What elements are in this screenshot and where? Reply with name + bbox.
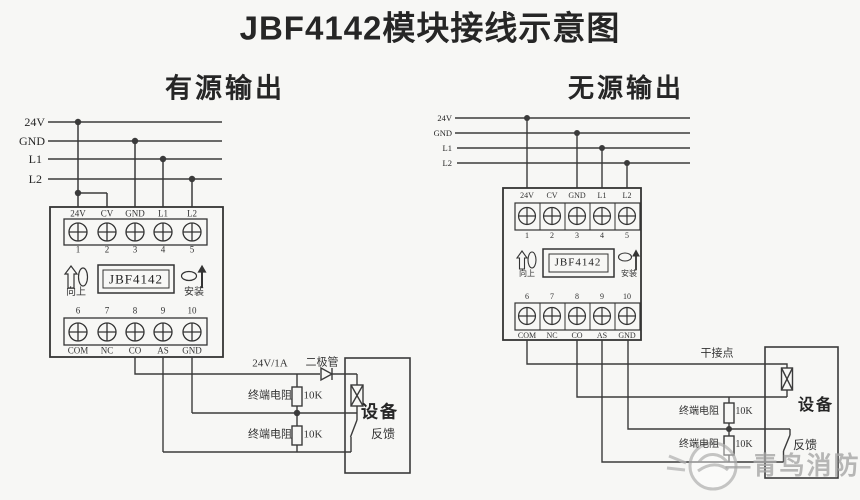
terminal-label: AS	[596, 331, 608, 340]
terminal-label: CV	[100, 208, 114, 219]
terminal-label: NC	[546, 331, 558, 340]
left-device-box	[344, 357, 411, 474]
device-label: 设备	[797, 397, 835, 414]
right-install-pin-icon	[617, 249, 640, 270]
terminal-number: 2	[550, 231, 554, 240]
left-up-arrow-icon	[63, 265, 89, 289]
right-output-wiring	[526, 340, 839, 479]
terminal-number: 6	[75, 305, 81, 316]
up-label: 向上	[66, 287, 86, 298]
right-load-icon	[780, 367, 794, 391]
page-title: JBF4142模块接线示意图	[239, 9, 621, 47]
right-up-arrow-icon	[515, 250, 537, 270]
terminal-resistor-label: 终端电阻	[248, 428, 292, 441]
right-device-box	[764, 346, 839, 479]
right-bus-label-24v: 24V	[437, 112, 452, 123]
feedback-label: 反馈	[370, 427, 396, 441]
left-feedback-switch-icon	[349, 413, 358, 452]
left-resistor-1	[291, 374, 303, 413]
module-model: JBF4142	[554, 256, 602, 269]
left-install-pin-icon	[180, 264, 207, 288]
terminal-number: 10	[187, 305, 197, 316]
right-bus-lines	[455, 115, 690, 188]
terminal-number: 2	[104, 244, 110, 255]
junction-dots	[74, 118, 196, 197]
terminal-label: CO	[128, 345, 142, 356]
terminal-label: NC	[100, 345, 114, 356]
terminal-resistor-label: 终端电阻	[248, 389, 292, 402]
terminal-number: 1	[525, 231, 529, 240]
terminal-number: 9	[160, 305, 166, 316]
left-output-wiring	[134, 357, 411, 474]
terminal-number: 8	[575, 292, 579, 301]
diode-label: 二极管	[305, 356, 339, 369]
terminal-label: GND	[618, 331, 636, 340]
right-module-outline	[502, 187, 642, 341]
install-label: 安装	[184, 287, 204, 298]
left-bus-lines	[48, 118, 222, 207]
resistor-value: 10K	[735, 406, 753, 417]
terminal-label: 24V	[70, 208, 86, 219]
terminal-number: 6	[525, 292, 529, 301]
terminal-number: 3	[132, 244, 138, 255]
terminal-number: 5	[625, 231, 629, 240]
terminal-number: 9	[600, 292, 604, 301]
terminal-label: L2	[187, 208, 197, 219]
terminal-number: 7	[550, 292, 554, 301]
watermark-dash: —	[725, 452, 753, 480]
module-model: JBF4142	[109, 271, 163, 287]
terminal-number: 5	[189, 244, 195, 255]
dry-contact-label: 干接点	[700, 347, 734, 360]
resistor-value: 10K	[303, 389, 323, 402]
resistor-value: 10K	[735, 439, 753, 450]
right-bus-label-l2: L2	[442, 157, 452, 168]
terminal-resistor-label: 终端电阻	[679, 406, 719, 417]
power-rating-label: 24V/1A	[252, 357, 288, 370]
watermark-text: —青鸟消防	[725, 446, 860, 482]
right-resistor-1	[723, 397, 735, 429]
left-bus-label-l2: L2	[28, 172, 42, 186]
device-label: 设备	[361, 402, 399, 422]
terminal-label: 24V	[520, 191, 534, 200]
terminal-label: GND	[182, 345, 202, 356]
feedback-label: 反馈	[792, 438, 818, 452]
terminal-label: CO	[571, 331, 583, 340]
install-label: 安装	[621, 269, 637, 278]
resistor-value: 10K	[303, 428, 323, 441]
terminal-label: COM	[517, 331, 537, 340]
right-bus-label-l1: L1	[442, 142, 452, 153]
terminal-number: 4	[160, 244, 166, 255]
left-bus-label-gnd: GND	[19, 134, 45, 148]
terminal-number: 8	[132, 305, 138, 316]
terminal-number: 7	[104, 305, 110, 316]
terminal-label: L1	[158, 208, 168, 219]
terminal-number: 4	[600, 231, 604, 240]
terminal-label: L1	[597, 191, 607, 200]
terminal-label: AS	[157, 345, 169, 356]
left-module-outline	[49, 206, 224, 358]
terminal-label: GND	[125, 208, 145, 219]
terminal-label: GND	[568, 191, 586, 200]
diode-icon	[320, 366, 334, 382]
left-bus-label-l1: L1	[28, 152, 42, 166]
right-feedback-switch-icon	[782, 429, 791, 462]
left-section-header: 有源输出	[165, 73, 285, 104]
left-bus-label-24v: 24V	[24, 115, 45, 129]
right-section-header: 无源输出	[567, 73, 685, 103]
watermark-bird-icon	[666, 441, 738, 491]
junction-dots	[524, 115, 630, 166]
terminal-resistor-label: 终端电阻	[679, 439, 719, 450]
terminal-label: CV	[546, 191, 558, 200]
terminal-number: 1	[75, 244, 81, 255]
right-bus-label-gnd: GND	[433, 127, 452, 138]
terminal-label: COM	[67, 345, 89, 356]
left-resistor-2	[291, 413, 303, 452]
watermark-brand: 青鸟消防	[752, 452, 860, 480]
terminal-number: 3	[575, 231, 579, 240]
terminal-label: L2	[622, 191, 632, 200]
up-label: 向上	[519, 269, 535, 278]
terminal-number: 10	[623, 292, 631, 301]
